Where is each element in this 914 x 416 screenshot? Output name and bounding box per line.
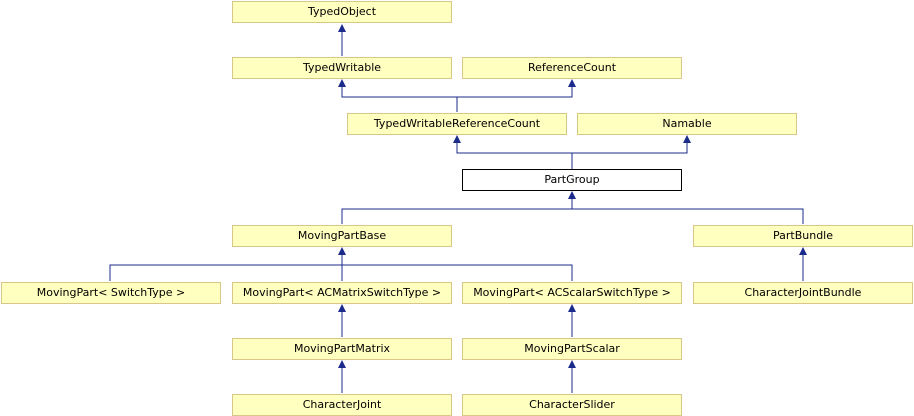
- edge-partgroup-namable: [572, 135, 691, 154]
- node-referencecount[interactable]: ReferenceCount: [462, 57, 682, 79]
- node-movingpart-acmatrixswitchtype[interactable]: MovingPart< ACMatrixSwitchType >: [232, 282, 452, 304]
- edge-partbundle-partgroup: [572, 208, 804, 224]
- edge-mp-switchtype-base: [109, 247, 346, 281]
- node-partgroup-current: PartGroup: [462, 169, 682, 191]
- node-movingpartbase[interactable]: MovingPartBase: [232, 225, 452, 247]
- edge-movingpartbase-partgroup: [341, 191, 576, 224]
- node-characterjoint[interactable]: CharacterJoint: [232, 394, 452, 416]
- node-movingpart-switchtype[interactable]: MovingPart< SwitchType >: [1, 282, 221, 304]
- node-typedobject[interactable]: TypedObject: [232, 1, 452, 23]
- node-movingpartmatrix[interactable]: MovingPartMatrix: [232, 338, 452, 360]
- node-characterjointbundle[interactable]: CharacterJointBundle: [693, 282, 913, 304]
- node-partbundle[interactable]: PartBundle: [693, 225, 913, 247]
- node-typedwritablereferencecount[interactable]: TypedWritableReferenceCount: [347, 113, 567, 135]
- edge-mp-acscalar-base: [342, 264, 573, 281]
- node-characterslider[interactable]: CharacterSlider: [462, 394, 682, 416]
- node-namable[interactable]: Namable: [577, 113, 797, 135]
- edge-partgroup-twrc: [453, 135, 572, 154]
- node-typedwritable[interactable]: TypedWritable: [232, 57, 452, 79]
- edge-twrc-referencecount: [457, 79, 576, 98]
- node-movingpart-acscalarswitchtype[interactable]: MovingPart< ACScalarSwitchType >: [462, 282, 682, 304]
- edge-twrc-typedwritable: [338, 79, 457, 98]
- node-movingpartscalar[interactable]: MovingPartScalar: [462, 338, 682, 360]
